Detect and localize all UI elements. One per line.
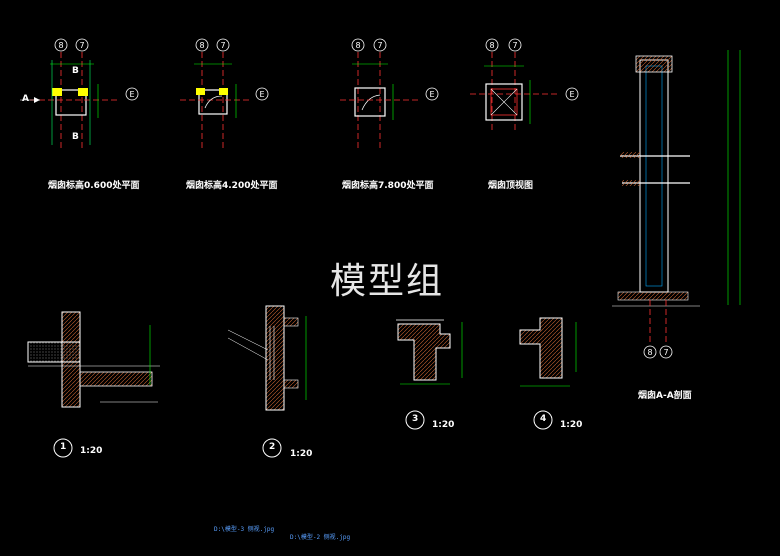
detail-1-circle (53, 438, 73, 458)
detail-3-circle (405, 410, 425, 430)
plan-2-axis-8-circle (195, 38, 209, 52)
plan-4-axis-8-label: 8 (489, 41, 494, 50)
plan-caption-3: 烟囱标高7.800处平面 (342, 181, 434, 191)
detail-1-scale: 1:20 (80, 446, 103, 456)
detail-2-number: 2 (269, 442, 276, 452)
plan-4-axis-7-circle (508, 38, 522, 52)
plan-1-axis-7-circle (75, 38, 89, 52)
plan-3-axis-8-label: 8 (355, 41, 360, 50)
detail-2-scale: 1:20 (290, 449, 313, 459)
plan-3-axis-7-circle (373, 38, 387, 52)
plan-1-axis-7-label: 7 (79, 41, 84, 50)
plan-2-axis-7-circle (216, 38, 230, 52)
plan-caption-1: 烟囱标高0.600处平面 (48, 181, 140, 191)
footnote-1: D:\模型-3 侧视.jpg (214, 526, 275, 533)
section-axis-8-circle (643, 345, 657, 359)
section-axis-7-circle (659, 345, 673, 359)
section-axis-8-label: 8 (647, 348, 652, 357)
section-marker-b-top: B (72, 66, 79, 76)
plan-view-top (470, 52, 560, 130)
detail-4-number: 4 (540, 414, 547, 424)
detail-3-scale: 1:20 (432, 420, 455, 430)
detail-3-number: 3 (412, 414, 419, 424)
plan-1-axis-8-circle (54, 38, 68, 52)
plan-caption-2: 烟囱标高4.200处平面 (186, 181, 278, 191)
plan-1-axis-8-label: 8 (58, 41, 63, 50)
footnote-2: D:\模型-2 侧视.jpg (290, 534, 351, 541)
watermark-text: 模型组 (330, 261, 445, 302)
plan-4-axis-e-label: E (569, 90, 574, 99)
plan-view-2 (180, 52, 250, 150)
plan-view-3 (340, 52, 420, 150)
detail-4-drawing (519, 317, 577, 387)
section-axis-7-label: 7 (663, 348, 668, 357)
section-a-a (612, 50, 741, 345)
plan-3-axis-8-circle (351, 38, 365, 52)
plan-caption-4: 烟囱顶视图 (488, 181, 534, 191)
plan-1-axis-e-label: E (129, 90, 134, 99)
plan-2-axis-e-label: E (259, 90, 264, 99)
plan-2-axis-e-circle (255, 87, 269, 101)
detail-2-drawing (227, 305, 307, 411)
plan-3-axis-e-label: E (429, 90, 434, 99)
section-caption: 烟囱A-A剖面 (638, 391, 692, 401)
section-marker-a: A (22, 94, 29, 104)
plan-3-axis-e-circle (425, 87, 439, 101)
detail-2-circle (262, 438, 282, 458)
detail-1-number: 1 (60, 442, 67, 452)
detail-1-drawing (27, 311, 160, 408)
plan-3-axis-7-label: 7 (377, 41, 382, 50)
plan-view-1 (20, 52, 120, 150)
plan-2-axis-8-label: 8 (199, 41, 204, 50)
plan-4-axis-e-circle (565, 87, 579, 101)
section-marker-b-bottom: B (72, 132, 79, 142)
detail-4-scale: 1:20 (560, 420, 583, 430)
plan-4-axis-8-circle (485, 38, 499, 52)
plan-2-axis-7-label: 7 (220, 41, 225, 50)
plan-4-axis-7-label: 7 (512, 41, 517, 50)
detail-4-circle (533, 410, 553, 430)
plan-1-axis-e-circle (125, 87, 139, 101)
detail-3-drawing (396, 319, 463, 385)
